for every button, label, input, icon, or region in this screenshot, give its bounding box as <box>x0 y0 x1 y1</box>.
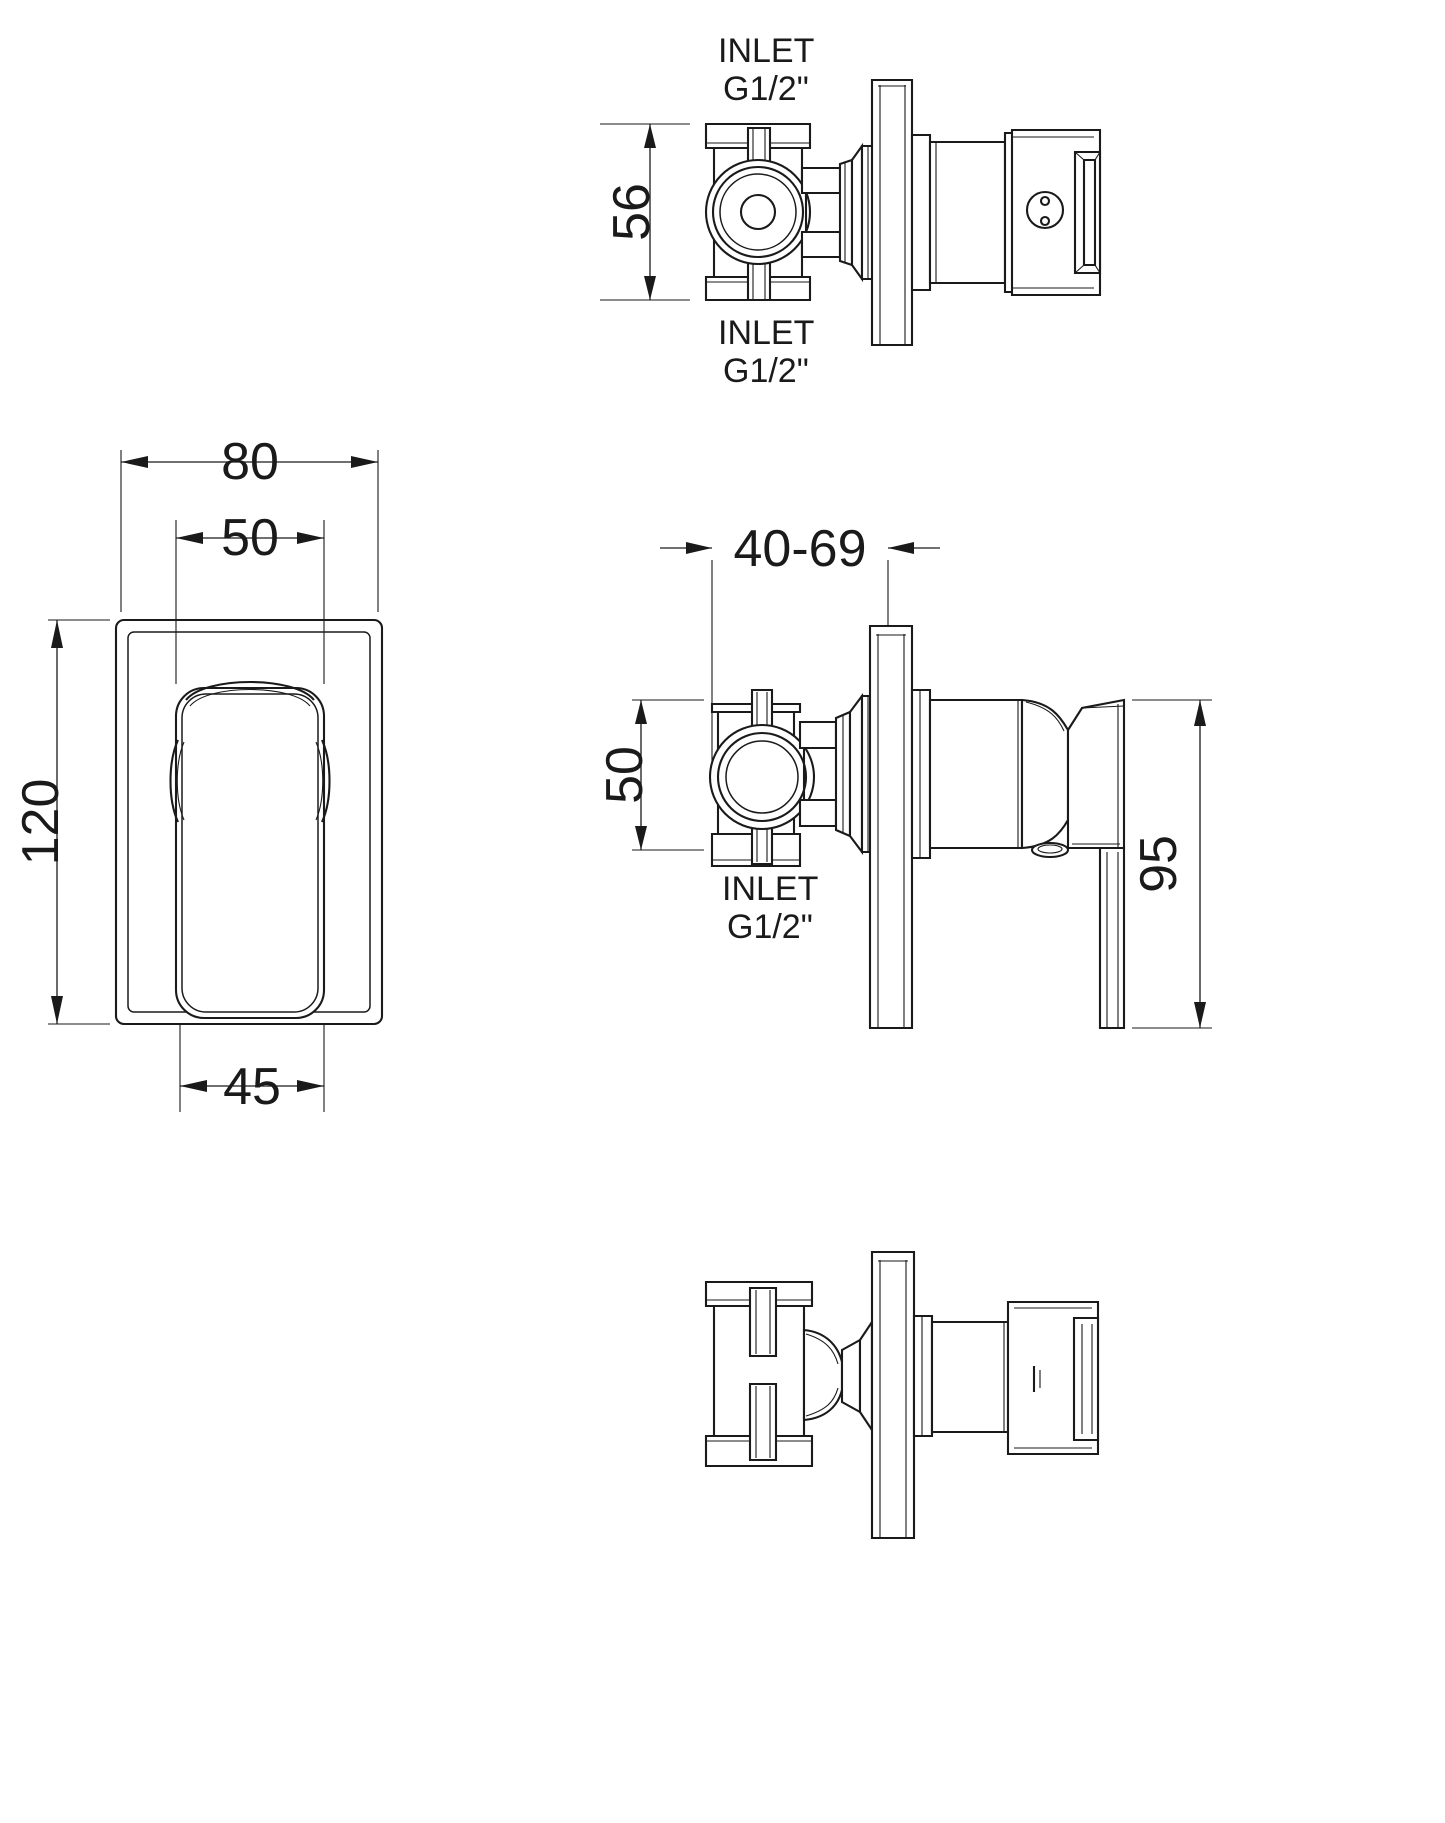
dimension-45-label: 45 <box>223 1058 281 1116</box>
dimension-56-label: 56 <box>603 183 661 241</box>
dimension-50-label: 50 <box>221 509 279 567</box>
bottom-view-geometry <box>704 1250 1100 1540</box>
front-view-geometry: 80 50 120 45 <box>12 433 384 1116</box>
dimension-50-side-label: 50 <box>596 746 654 804</box>
dimension-40-69-label: 40-69 <box>734 520 867 578</box>
side-view-inlet-note-line1: INLET <box>722 870 818 908</box>
top-view-inlet-note-lower-line2: G1/2" <box>723 352 809 390</box>
dimension-80-label: 80 <box>221 433 279 491</box>
top-view-inlet-note-lower-line1: INLET <box>718 314 814 352</box>
dimension-120-label: 120 <box>12 779 70 866</box>
top-view-geometry <box>600 78 1102 347</box>
top-view-inlet-note-upper-line2: G1/2" <box>723 70 809 108</box>
side-view-inlet-note-line2: G1/2" <box>727 908 813 946</box>
top-view-inlet-note-upper-line1: INLET <box>718 32 814 70</box>
dimension-95-label: 95 <box>1130 835 1188 893</box>
side-view-geometry: 40-69 50 <box>596 520 1212 1030</box>
